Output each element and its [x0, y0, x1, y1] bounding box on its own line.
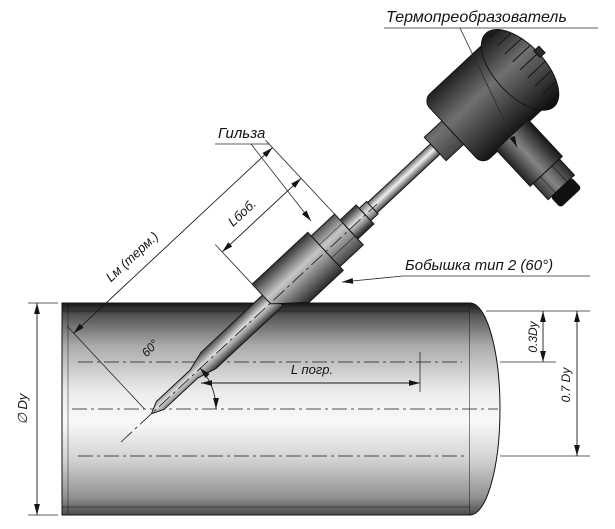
callout-sleeve: Гильза	[215, 125, 312, 222]
pipe-end-cap	[469, 302, 501, 516]
callout-sleeve-label: Гильза	[218, 125, 265, 142]
dim-boss-length-label: Lбоб.	[225, 196, 259, 229]
dim-depth-03-label: 0.3Dy	[526, 320, 540, 352]
probe-axis-centerline	[120, 203, 378, 443]
dim-therm-length-label: Lм (терм.)	[103, 229, 162, 285]
callout-transducer: Термопреобразователь	[384, 9, 598, 148]
pipe-centerlines	[72, 361, 498, 457]
dim-depth-07: 0.7 Dy	[500, 311, 590, 457]
callout-transducer-label: Термопреобразователь	[386, 9, 567, 26]
dim-depth-03: 0.3Dy	[486, 310, 590, 363]
callouts: Термопреобразователь Гильза Бобышка тип …	[215, 9, 598, 284]
dim-immersion: L погр.	[201, 352, 421, 392]
head-ribbed-cap	[480, 29, 560, 111]
callout-boss: Бобышка тип 2 (60°)	[341, 257, 590, 284]
gland-fitting	[339, 200, 379, 240]
dim-diameter-label: ∅ Dy	[15, 392, 30, 424]
dim-immersion-label: L погр.	[291, 362, 333, 377]
dim-depth-07-label: 0.7 Dy	[559, 367, 573, 403]
cap-bolt	[533, 45, 546, 59]
probe-stem-tube	[366, 143, 441, 214]
callout-boss-label: Бобышка тип 2 (60°)	[405, 257, 553, 274]
dim-diameter: ∅ Dy	[15, 302, 58, 516]
